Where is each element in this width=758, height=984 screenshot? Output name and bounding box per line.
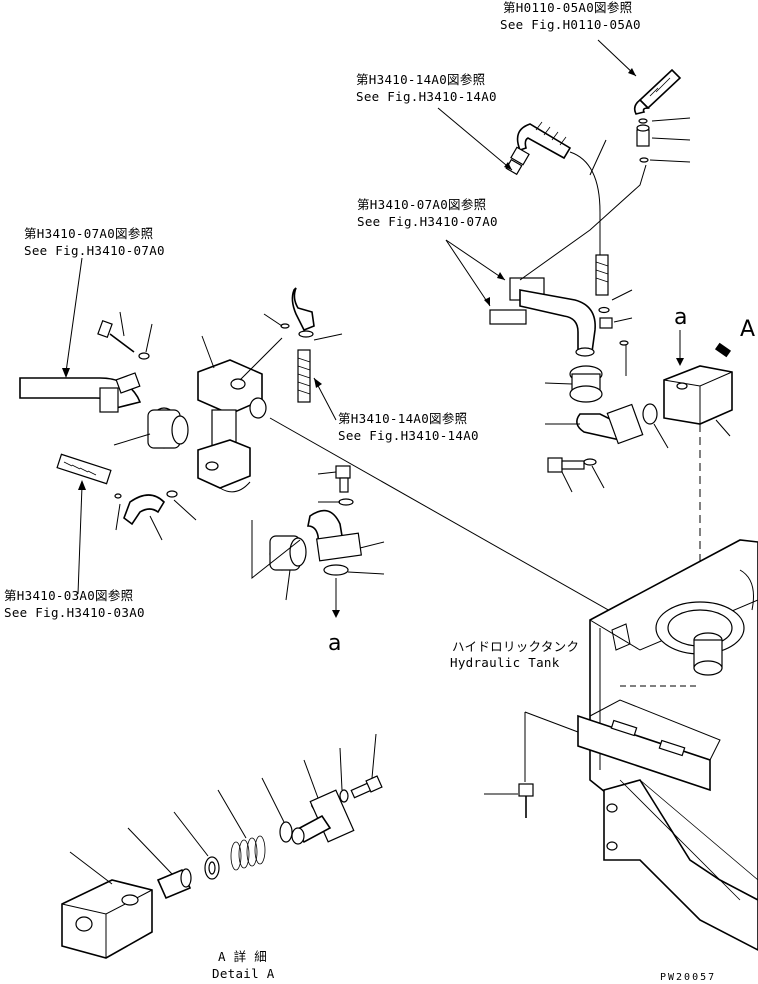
detail-a-seat [173,811,220,880]
tank-bolt [484,711,579,818]
detail-a-spring [217,789,266,871]
hose-upper-center [437,107,609,296]
ref-h3410-07-left-en: See Fig.H3410-07A0 [24,243,165,258]
detail-a-bolt [339,733,383,803]
detail-a-valve-body [61,851,153,959]
hydraulic-tank [577,539,758,951]
detail-a-spool [127,827,192,900]
detail-a-cover [291,759,355,845]
detail-a-oring [261,777,293,843]
drawing-code: PW20057 [660,972,716,983]
ref-h3410-07-right-jp: 第H3410-07A0図参照 [357,197,486,212]
elbow-lower-center [307,465,385,618]
fittings-right-stack [598,289,633,376]
tank-label-en: Hydraulic Tank [450,655,560,670]
leader-to-tank [269,417,641,629]
ref-h3410-07-right-en: See Fig.H3410-07A0 [357,214,498,229]
marker-a-bottom: a [328,631,341,656]
ref-h3410-14-top-jp: 第H3410-14A0図参照 [356,72,485,87]
detail-label-en: Detail A [212,966,275,981]
ref-h3410-14-top-en: See Fig.H3410-14A0 [356,89,497,104]
ref-h0110-en: See Fig.H0110-05A0 [500,17,641,32]
ref-h3410-07-left-jp: 第H3410-07A0図参照 [24,226,153,241]
ref-h3410-03-en: See Fig.H3410-03A0 [4,605,145,620]
ref-h3410-03-jp: 第H3410-03A0図参照 [4,588,133,603]
hose-elbow-top [597,39,682,115]
ref-h3410-14-mid-jp: 第H3410-14A0図参照 [338,411,467,426]
detail-label-jp: A 詳 細 [218,949,267,964]
marker-A-view: A [740,317,755,342]
ref-h0110-jp: 第H0110-05A0図参照 [503,0,632,15]
hose-clamp-lower [251,520,307,601]
marker-a-top: a [674,305,687,330]
suction-hose-left [19,257,142,413]
elbow-pipe-right [445,164,647,357]
flange-pipe-right [544,365,669,449]
ref-h3410-14-mid-en: See Fig.H3410-14A0 [338,428,479,443]
elbow-fitting-upper [263,287,343,421]
tank-label-jp: ハイドロリックタンク [452,639,579,654]
tee-block-center [197,335,283,493]
bolt-left-top [97,311,153,360]
hose-left-lower [56,453,197,595]
hose-clamp-left [113,407,189,449]
bolt-right [547,457,605,493]
fitting-top-right [636,117,691,163]
